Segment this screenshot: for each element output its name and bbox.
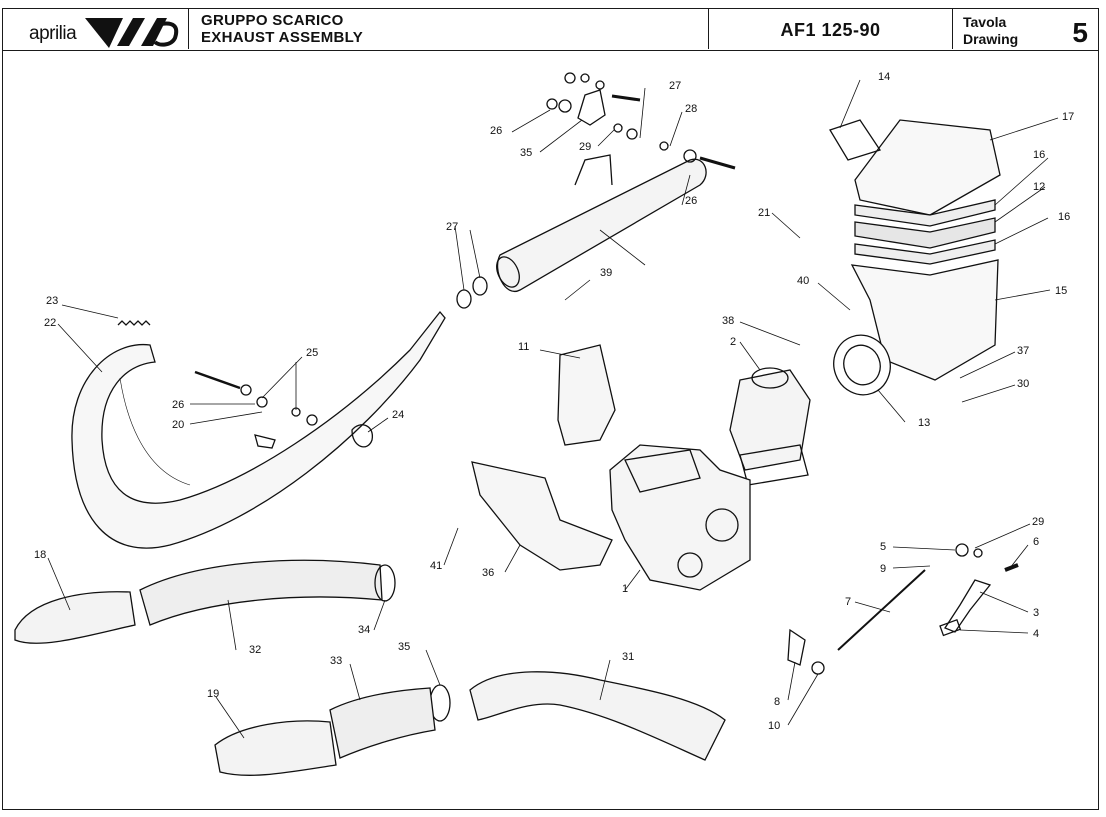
callout-6: 6 [1033,536,1039,548]
bracket-part [577,89,606,126]
air-duct-32-part [469,671,726,761]
carburetor-part [729,369,811,471]
spring-part [117,320,151,326]
group-title-cell: GRUPPO SCARICO EXHAUST ASSEMBLY [189,9,709,49]
callout-40: 40 [797,275,809,287]
callout-29: 29 [1032,516,1044,528]
callout-21: 21 [758,207,770,219]
callout-13: 13 [918,417,930,429]
airbox-cover-part [854,119,1001,216]
callout-10: 10 [768,720,780,732]
model-code: AF1 125-90 [780,20,881,40]
callout-18: 18 [34,549,46,561]
table-cell: Tavola Drawing 5 [953,9,1098,49]
callout-33: 33 [330,655,342,667]
callout-38: 38 [722,315,734,327]
callout-23: 23 [46,295,58,307]
callout-36: 36 [482,567,494,579]
heat-shield-part [557,344,616,446]
callout-16: 16 [1033,149,1045,161]
shift-lever-part [944,579,992,633]
callout-1: 1 [622,583,628,595]
table-label-italian: Tavola [963,14,1007,30]
callout-15: 15 [1055,285,1067,297]
callout-17: 17 [1062,111,1074,123]
callout-2: 2 [730,336,736,348]
callout-27: 27 [669,80,681,92]
callout-5: 5 [880,541,886,553]
callout-11: 11 [518,341,529,353]
flex-hose-part [139,559,383,626]
callout-32: 32 [249,644,261,656]
air-filter-part [854,199,996,227]
callout-4: 4 [1033,628,1039,640]
logo-cell: aprilia [3,9,189,49]
table-number: 5 [1072,17,1088,48]
callout-39: 39 [600,267,612,279]
callout-14: 14 [878,71,890,83]
model-cell: AF1 125-90 [709,9,953,49]
callout-19: 19 [207,688,219,700]
exhaust-pipe-part [71,310,446,549]
air-inlet-19-part [214,720,337,776]
brand-logo-icon [85,18,179,48]
callout-41: 41 [430,560,442,572]
engine-part [609,444,751,591]
drawing-sheet: aprilia GRUPPO SCARICO EXHAUST ASSEMBLY … [2,8,1099,810]
shift-rod-part [837,569,926,651]
title-block: aprilia GRUPPO SCARICO EXHAUST ASSEMBLY … [3,9,1098,51]
callout-26: 26 [490,125,502,137]
callout-26: 26 [685,195,697,207]
callout-7: 7 [845,596,851,608]
group-title-english: EXHAUST ASSEMBLY [201,29,364,46]
callout-20: 20 [172,419,184,431]
callout-16: 16 [1058,211,1070,223]
callout-25: 25 [306,347,318,359]
callout-22: 22 [44,317,56,329]
callout-31: 31 [622,651,634,663]
lower-shield-part [471,461,613,571]
callout-29: 29 [579,141,591,153]
callout-26: 26 [172,399,184,411]
callout-28: 28 [685,103,697,115]
callout-8: 8 [774,696,780,708]
callout-35: 35 [520,147,532,159]
callout-35: 35 [398,641,410,653]
air-inlet-18-part [14,591,136,644]
callout-37: 37 [1017,345,1029,357]
table-label-english: Drawing [963,31,1019,47]
callout-9: 9 [880,563,886,575]
group-title-italian: GRUPPO SCARICO [201,12,344,29]
brand-logo-text: aprilia [29,23,77,44]
callout-24: 24 [392,409,404,421]
airbox-part [850,259,999,381]
callout-12: 12 [1033,181,1045,193]
callout-34: 34 [358,624,370,636]
callout-27: 27 [446,221,458,233]
callout-3: 3 [1033,607,1039,619]
callout-30: 30 [1017,378,1029,390]
